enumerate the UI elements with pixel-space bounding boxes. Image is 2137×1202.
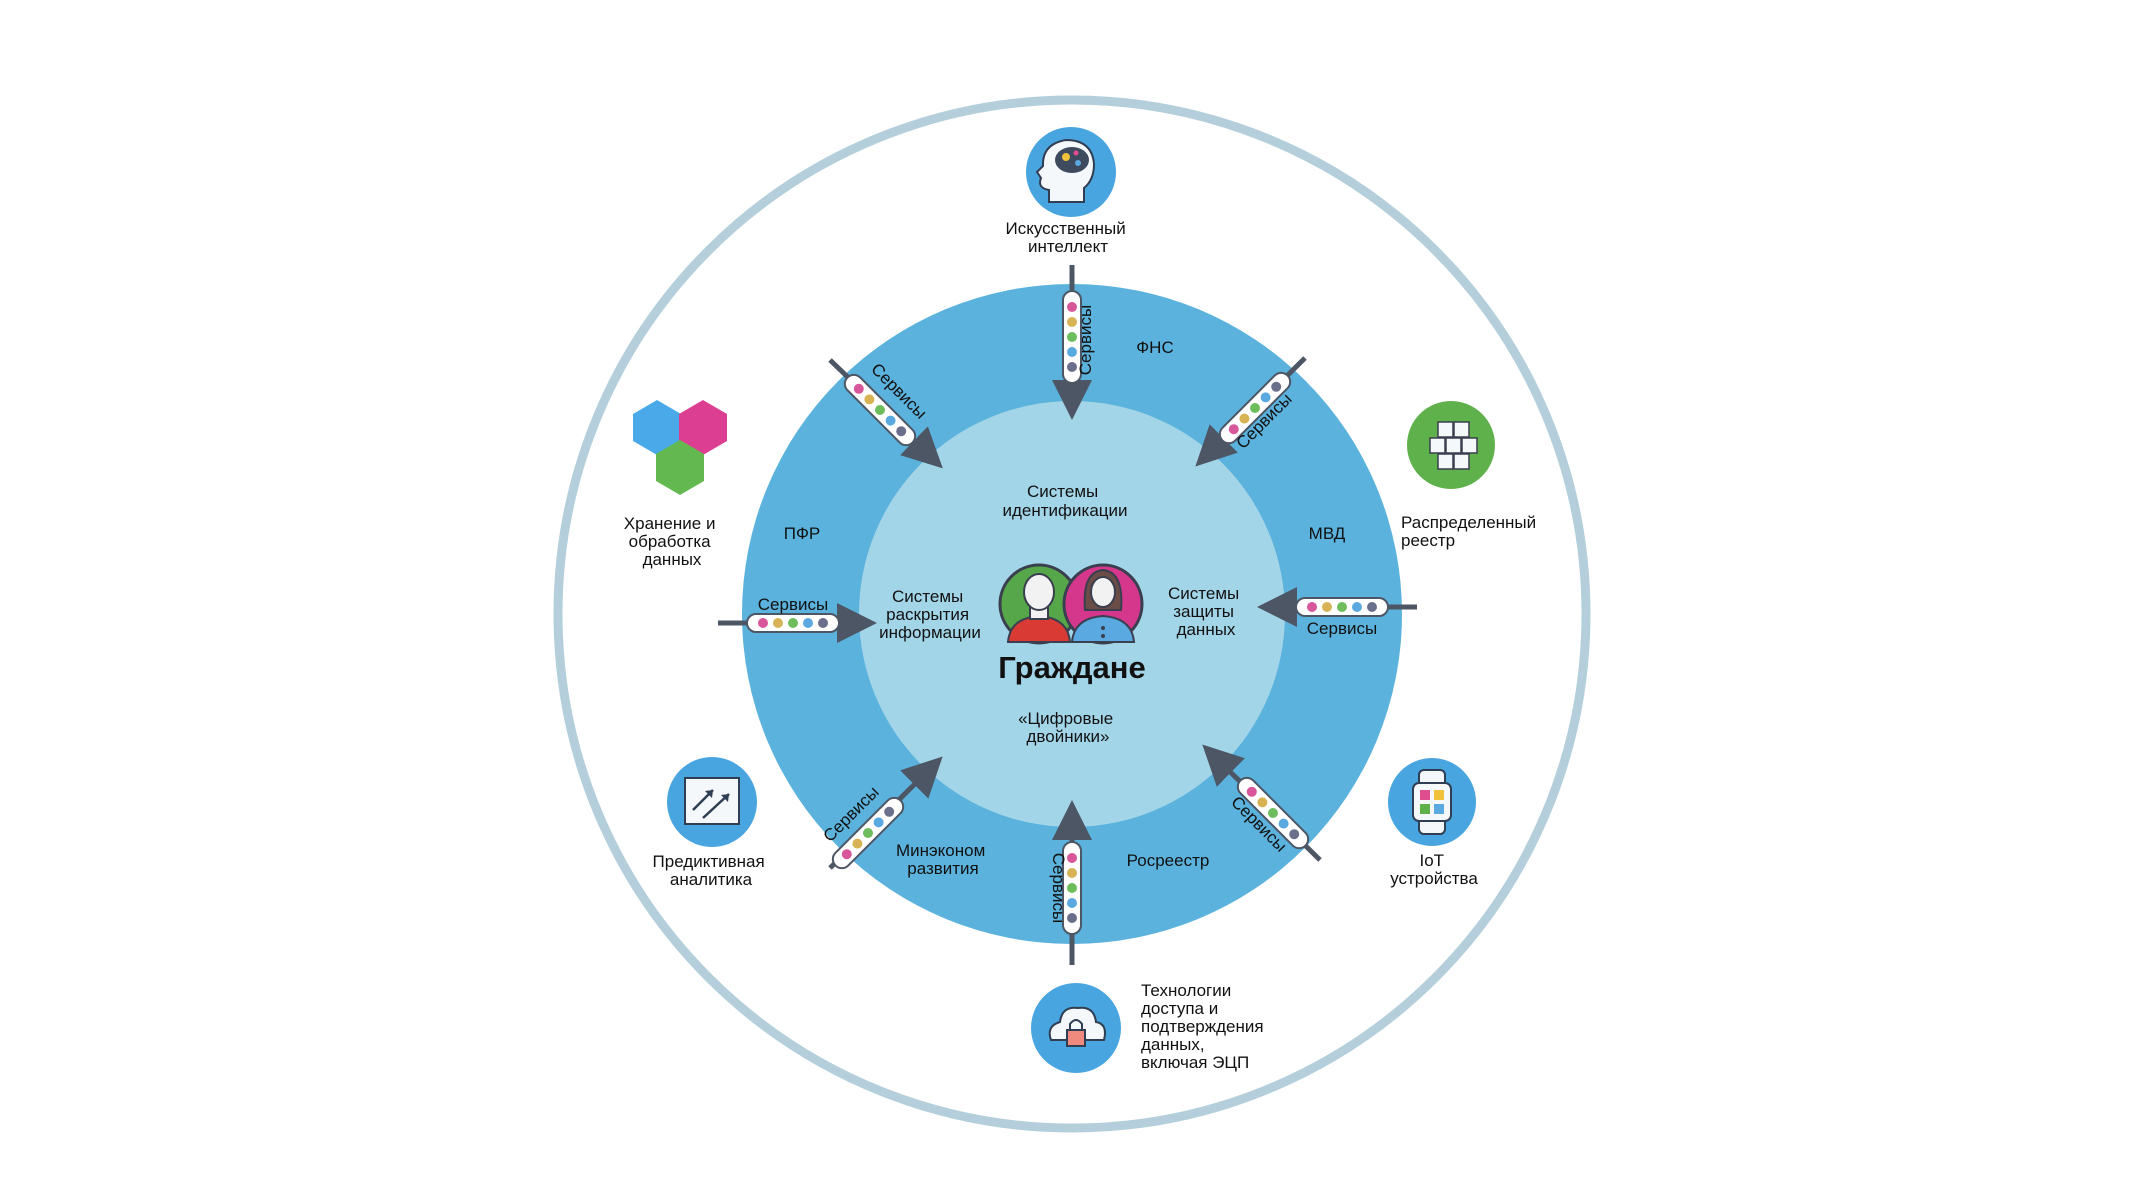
service-connector-top: Сервисы bbox=[1052, 265, 1095, 420]
systems-disclosure: Системы раскрытия информации bbox=[879, 587, 981, 642]
agency-mvd: МВД bbox=[1309, 524, 1346, 543]
services-label: Сервисы bbox=[1076, 305, 1095, 375]
cloud-lock-icon bbox=[1031, 983, 1121, 1073]
agency-mineconom: Минэконом развития bbox=[896, 841, 990, 878]
hexagon-cluster-icon bbox=[633, 400, 727, 495]
brain-head-icon bbox=[1026, 127, 1116, 217]
services-label: Сервисы bbox=[1307, 619, 1377, 638]
services-label: Сервисы bbox=[1049, 853, 1068, 923]
citizens-title: Граждане bbox=[998, 650, 1145, 685]
systems-identification: Системы идентификации bbox=[1002, 482, 1127, 520]
smartwatch-icon bbox=[1388, 758, 1476, 846]
tech-analytics-label: Предиктивная аналитика bbox=[653, 852, 770, 889]
systems-protection: Системы защиты данных bbox=[1168, 584, 1244, 639]
tech-iot-label: IoT устройства bbox=[1390, 851, 1478, 888]
analytics-chart-icon bbox=[667, 757, 757, 847]
agency-fns: ФНС bbox=[1136, 338, 1173, 357]
tech-access-label: Технологии доступа и подтверждения данны… bbox=[1141, 981, 1268, 1072]
services-label: Сервисы bbox=[758, 595, 828, 614]
service-connector-right: Сервисы bbox=[1257, 587, 1417, 638]
agency-rosreestr: Росреестр bbox=[1127, 851, 1210, 870]
service-connector-left: Сервисы bbox=[718, 595, 877, 643]
blockchain-cubes-icon bbox=[1407, 401, 1495, 489]
male-citizen-icon bbox=[998, 563, 1080, 645]
service-connector-bottom: Сервисы bbox=[1049, 800, 1092, 965]
female-citizen-icon bbox=[1062, 563, 1144, 645]
agency-pfr: ПФР bbox=[784, 524, 820, 543]
tech-storage-label: Хранение и обработка данных bbox=[624, 514, 720, 569]
tech-ai-label: Искусственный интеллект bbox=[1006, 219, 1131, 256]
tech-ledger-label: Распределенный реестр bbox=[1401, 513, 1541, 550]
digital-twins: «Цифровые двойники» bbox=[1018, 709, 1118, 746]
